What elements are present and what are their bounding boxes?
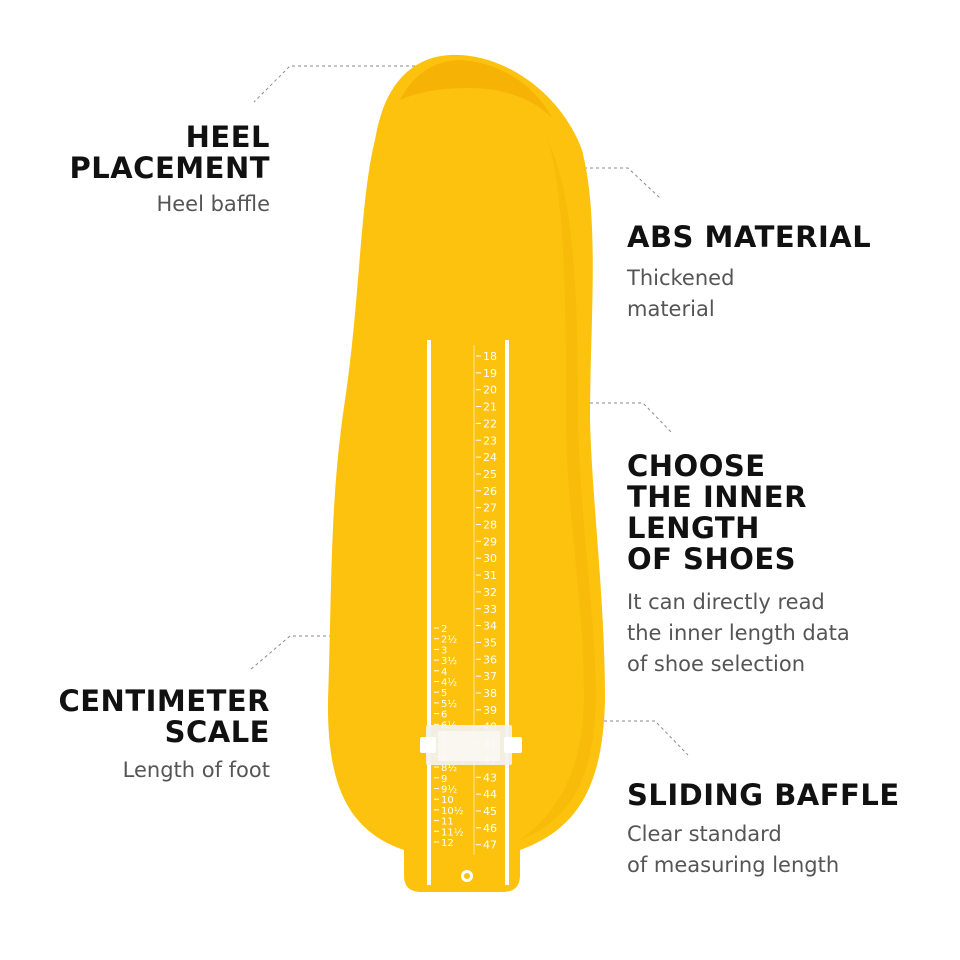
- size-label: 9½: [441, 784, 457, 796]
- cm-label: 27: [483, 502, 497, 515]
- inner-length-description: It can directly read the inner length da…: [627, 590, 850, 676]
- ruler-rail-left: [427, 340, 431, 885]
- cm-label: 43: [483, 771, 497, 784]
- hanging-hole-inner: [464, 873, 470, 879]
- size-label: 9: [441, 774, 447, 785]
- cm-label: 21: [483, 401, 497, 414]
- size-label: 2: [441, 624, 447, 635]
- cm-label: 32: [483, 586, 497, 599]
- insole-body: [327, 54, 605, 893]
- sliding-baffle-description: Clear standard of measuring length: [627, 822, 840, 877]
- cm-label: 46: [483, 822, 497, 835]
- cm-label: 37: [483, 670, 497, 683]
- cm-label: 47: [483, 839, 497, 852]
- cm-label: 28: [483, 519, 497, 532]
- leader-line-heel: [253, 65, 445, 103]
- size-label: 11: [441, 817, 454, 828]
- cm-label: 34: [483, 620, 497, 633]
- leader-line-scale: [249, 635, 446, 671]
- cm-label: 26: [483, 485, 497, 498]
- cm-label: 30: [483, 552, 497, 565]
- size-label: 5: [441, 688, 447, 699]
- cm-label: 18: [483, 350, 497, 363]
- centimeter-scale: 18 19 20 21 22 23 24 25 26 27 28 29 30 31 32 33 34 35 36 37…: [476, 350, 497, 852]
- size-label: 6: [441, 710, 447, 721]
- cm-label: 31: [483, 569, 497, 582]
- leader-line-inner-length: [500, 402, 673, 434]
- heel-placement-title: HEEL PLACEMENT: [69, 120, 270, 185]
- cm-label: 35: [483, 636, 497, 649]
- cm-label: 44: [483, 788, 497, 801]
- size-label: 3: [441, 645, 447, 656]
- cm-label: 23: [483, 434, 497, 447]
- size-label: 10: [441, 795, 454, 806]
- cm-label: 25: [483, 468, 497, 481]
- size-label: 5½: [441, 698, 457, 710]
- ruler-rail-right: [505, 340, 509, 885]
- cm-label: 39: [483, 704, 497, 717]
- cm-label: 20: [483, 384, 497, 397]
- centimeter-scale-description: Length of foot: [122, 758, 270, 782]
- sliding-baffle-title: SLIDING BAFFLE: [627, 778, 900, 812]
- cm-label: 29: [483, 535, 497, 548]
- abs-material-description: Thickened material: [627, 266, 735, 321]
- cm-label: 33: [483, 603, 497, 616]
- size-label: 11½: [441, 826, 464, 838]
- heel-baffle: [400, 60, 552, 118]
- cm-label: 38: [483, 687, 497, 700]
- cm-label: 24: [483, 451, 497, 464]
- cm-label: 36: [483, 653, 497, 666]
- heel-placement-description: Heel baffle: [156, 192, 270, 216]
- sliding-baffle[interactable]: [420, 725, 522, 765]
- inner-length-title: CHOOSE THE INNER LENGTH OF SHOES: [627, 449, 807, 576]
- cm-label: 45: [483, 805, 497, 818]
- cm-label: 22: [483, 417, 497, 430]
- size-label: 10½: [441, 805, 464, 817]
- insole-shadow: [520, 140, 596, 840]
- size-label: 8½: [441, 762, 457, 774]
- abs-material-title: ABS MATERIAL: [627, 220, 872, 254]
- size-label: 3½: [441, 655, 457, 667]
- size-label: 4: [441, 667, 447, 678]
- centimeter-scale-title: CENTIMETER SCALE: [58, 684, 270, 749]
- size-label: 4½: [441, 677, 457, 689]
- cm-label: 19: [483, 367, 497, 380]
- size-label: 12: [441, 838, 454, 849]
- size-label: 2½: [441, 634, 457, 646]
